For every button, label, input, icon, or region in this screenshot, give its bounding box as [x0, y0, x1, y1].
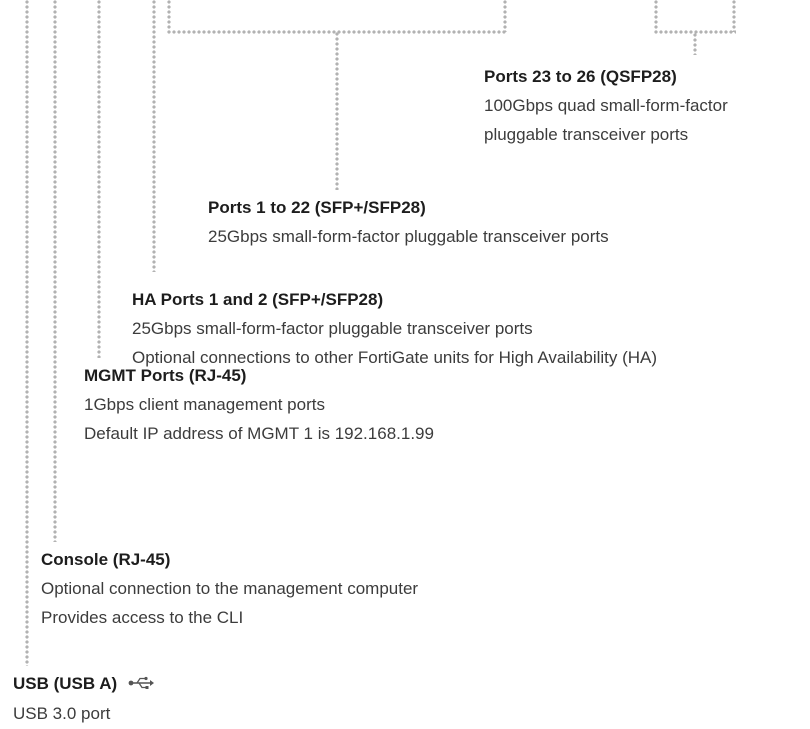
sfp28-title: Ports 1 to 22 (SFP+/SFP28): [208, 198, 426, 217]
sfp28-desc-1: 25Gbps small-form-factor pluggable trans…: [208, 227, 609, 246]
mgmt-callout: MGMT Ports (RJ-45) 1Gbps client manageme…: [84, 361, 434, 448]
qsfp-bracket-left: [654, 0, 658, 32]
qsfp-bracket-right: [732, 0, 736, 32]
usb-leader: [25, 0, 29, 666]
ha-leader: [152, 0, 156, 272]
qsfp28-desc-2: pluggable transceiver ports: [484, 125, 689, 144]
mgmt-title: MGMT Ports (RJ-45): [84, 366, 247, 385]
ha-ports-title: HA Ports 1 and 2 (SFP+/SFP28): [132, 290, 384, 309]
console-leader: [53, 0, 57, 542]
usb-callout: USB (USB A) USB 3.0 port: [13, 669, 154, 728]
console-callout: Console (RJ-45) Optional connection to t…: [41, 545, 418, 632]
sfp-leader: [335, 32, 339, 190]
mgmt-desc-2: Default IP address of MGMT 1 is 192.168.…: [84, 424, 434, 443]
console-desc-2: Provides access to the CLI: [41, 608, 244, 627]
ha-ports-callout: HA Ports 1 and 2 (SFP+/SFP28) 25Gbps sma…: [132, 285, 657, 372]
sfp28-callout: Ports 1 to 22 (SFP+/SFP28) 25Gbps small-…: [208, 193, 609, 251]
ha-ports-desc-1: 25Gbps small-form-factor pluggable trans…: [132, 319, 533, 338]
qsfp28-title: Ports 23 to 26 (QSFP28): [484, 67, 677, 86]
usb-icon: [128, 670, 154, 699]
sfp-bracket-left: [167, 0, 171, 32]
usb-desc-1: USB 3.0 port: [13, 704, 111, 724]
ha-ports-desc-2: Optional connections to other FortiGate …: [132, 348, 658, 367]
qsfp-leader: [693, 33, 697, 55]
qsfp-bracket-bottom: [654, 30, 736, 34]
qsfp28-callout: Ports 23 to 26 (QSFP28) 100Gbps quad sma…: [484, 62, 728, 149]
mgmt-leader: [97, 0, 101, 358]
qsfp28-desc-1: 100Gbps quad small-form-factor: [484, 96, 728, 115]
console-desc-1: Optional connection to the management co…: [41, 579, 419, 598]
mgmt-desc-1: 1Gbps client management ports: [84, 395, 325, 414]
usb-title-row: USB (USB A): [13, 669, 154, 699]
sfp-bracket-right: [503, 0, 507, 32]
console-title: Console (RJ-45): [41, 550, 171, 569]
usb-title: USB (USB A): [13, 674, 118, 693]
